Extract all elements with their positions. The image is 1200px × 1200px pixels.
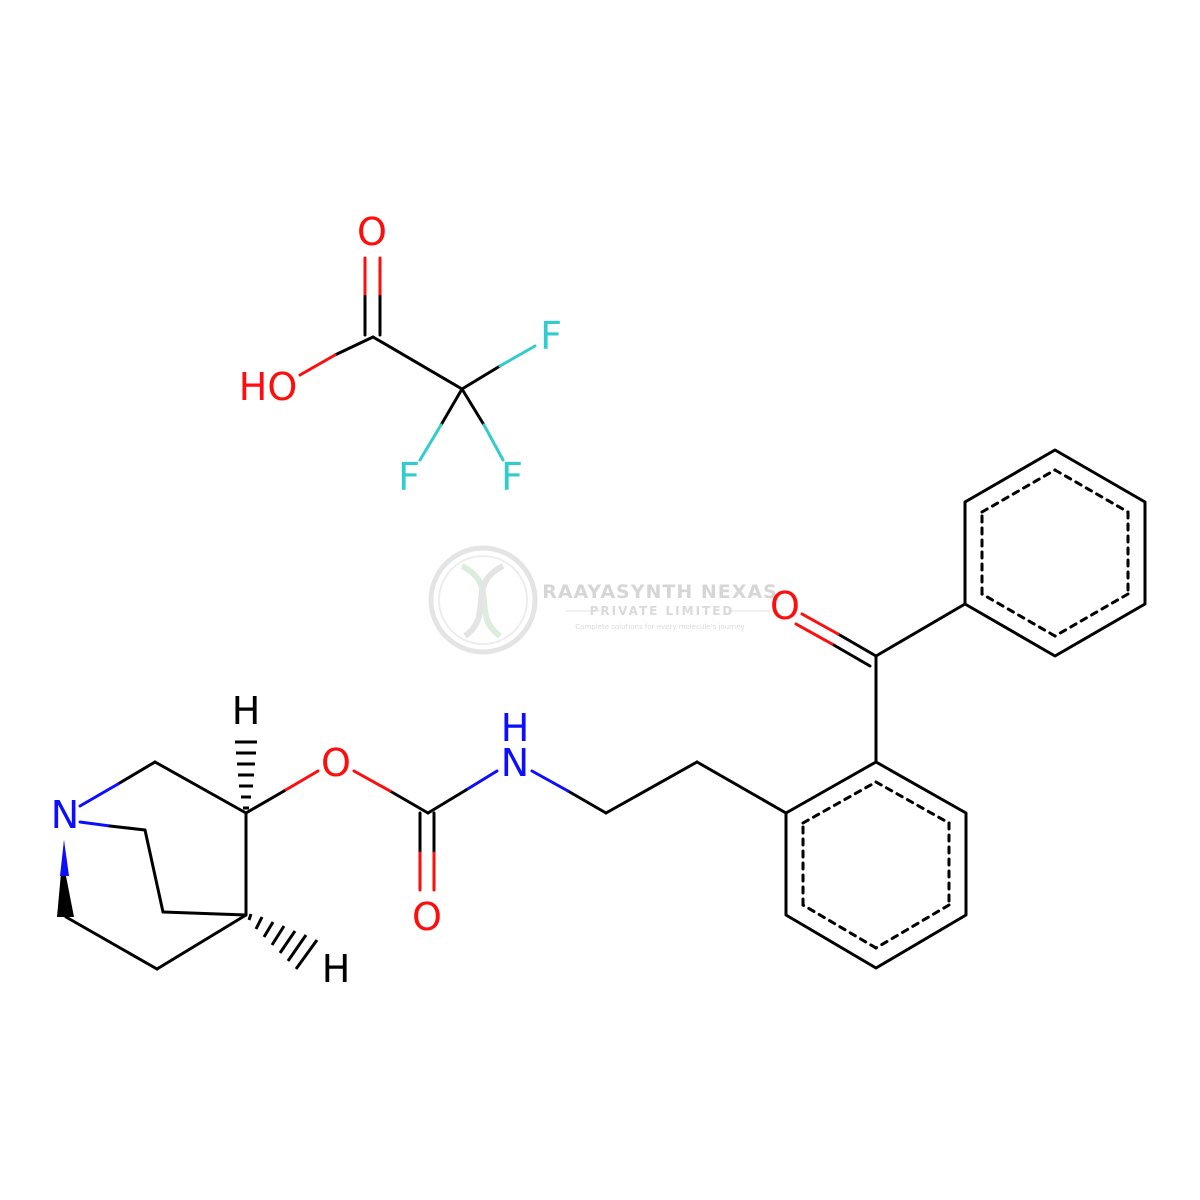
bond — [695, 760, 788, 815]
phenyl-ring-upper — [963, 448, 1147, 658]
bond — [64, 915, 159, 971]
bond — [566, 789, 608, 815]
atom-label-oxygen: O — [770, 584, 800, 628]
atom-label-hydrogen: H — [322, 947, 351, 991]
bond — [262, 921, 275, 938]
bond — [530, 769, 570, 793]
wedge-bond-nitrogen — [60, 840, 69, 876]
bond — [161, 910, 248, 917]
bond — [270, 925, 286, 946]
bond — [464, 769, 499, 792]
aromatic-dashes-upper — [980, 468, 1130, 638]
bond — [836, 632, 878, 658]
bond — [498, 344, 537, 368]
watermark-subtitle: PRIVATE LIMITED — [590, 604, 735, 618]
bond — [282, 769, 320, 793]
bond — [980, 592, 1057, 638]
atom-label-oxygen: O — [321, 741, 351, 785]
bond — [116, 760, 157, 786]
atom-label-hydrogen: H — [232, 689, 261, 733]
bond — [830, 642, 872, 668]
bond — [460, 364, 502, 391]
bond — [794, 622, 834, 646]
bond — [371, 335, 464, 391]
bond — [352, 769, 392, 793]
bond — [426, 788, 468, 815]
atom-label-hydrogen: H — [501, 706, 530, 750]
bond — [874, 602, 967, 658]
watermark-logo-ring — [428, 545, 538, 655]
watermark: RAAYASYNTH NEXAS PRIVATE LIMITED Complet… — [428, 545, 778, 655]
bond — [333, 335, 375, 357]
bond — [108, 824, 147, 832]
trifluoroacetic-acid — [298, 256, 537, 462]
bond — [286, 934, 308, 962]
main-molecule — [64, 448, 1147, 971]
aromatic-dashes-lower — [801, 780, 951, 950]
watermark-dna-strand-icon — [463, 563, 505, 639]
bond — [294, 939, 319, 970]
bond — [1053, 592, 1130, 638]
bond — [604, 760, 699, 815]
bond — [800, 612, 840, 636]
atom-label-hydroxyl: HO — [239, 365, 297, 409]
atom-label-fluorine: F — [540, 314, 562, 358]
bond — [482, 423, 505, 462]
atom-label-nitrogen: N — [501, 741, 529, 785]
bond — [388, 789, 430, 815]
bond — [874, 780, 951, 825]
bond — [801, 903, 878, 950]
bond — [155, 913, 248, 971]
atom-label-oxygen: O — [412, 895, 442, 939]
watermark-tagline: Complete solutions for every molecule's … — [575, 623, 744, 631]
bond — [247, 913, 253, 921]
bond — [278, 930, 297, 954]
bond — [244, 789, 286, 815]
bond — [418, 423, 443, 462]
bond — [78, 782, 120, 808]
bond — [1053, 468, 1130, 514]
atom-label-nitrogen: N — [51, 793, 79, 837]
bond — [980, 468, 1057, 514]
bond — [254, 916, 264, 930]
bond — [874, 903, 951, 950]
hashed-wedge-bond-top — [235, 740, 257, 810]
bond — [78, 820, 112, 828]
atom-label-fluorine: F — [501, 455, 523, 499]
bond — [460, 387, 486, 427]
hashed-wedge-bond-bottom — [247, 913, 319, 970]
bond — [801, 780, 878, 825]
bond — [153, 760, 248, 815]
bond — [143, 828, 165, 914]
watermark-title: RAAYASYNTH NEXAS — [542, 581, 778, 603]
atom-label-oxygen: O — [357, 210, 387, 254]
bond — [439, 387, 464, 427]
watermark-logo-inner-ring — [438, 555, 528, 645]
phenyl-ring-lower — [784, 760, 968, 970]
bond — [298, 353, 337, 377]
atom-label-fluorine: F — [398, 455, 420, 499]
wedge-bond — [57, 840, 74, 917]
